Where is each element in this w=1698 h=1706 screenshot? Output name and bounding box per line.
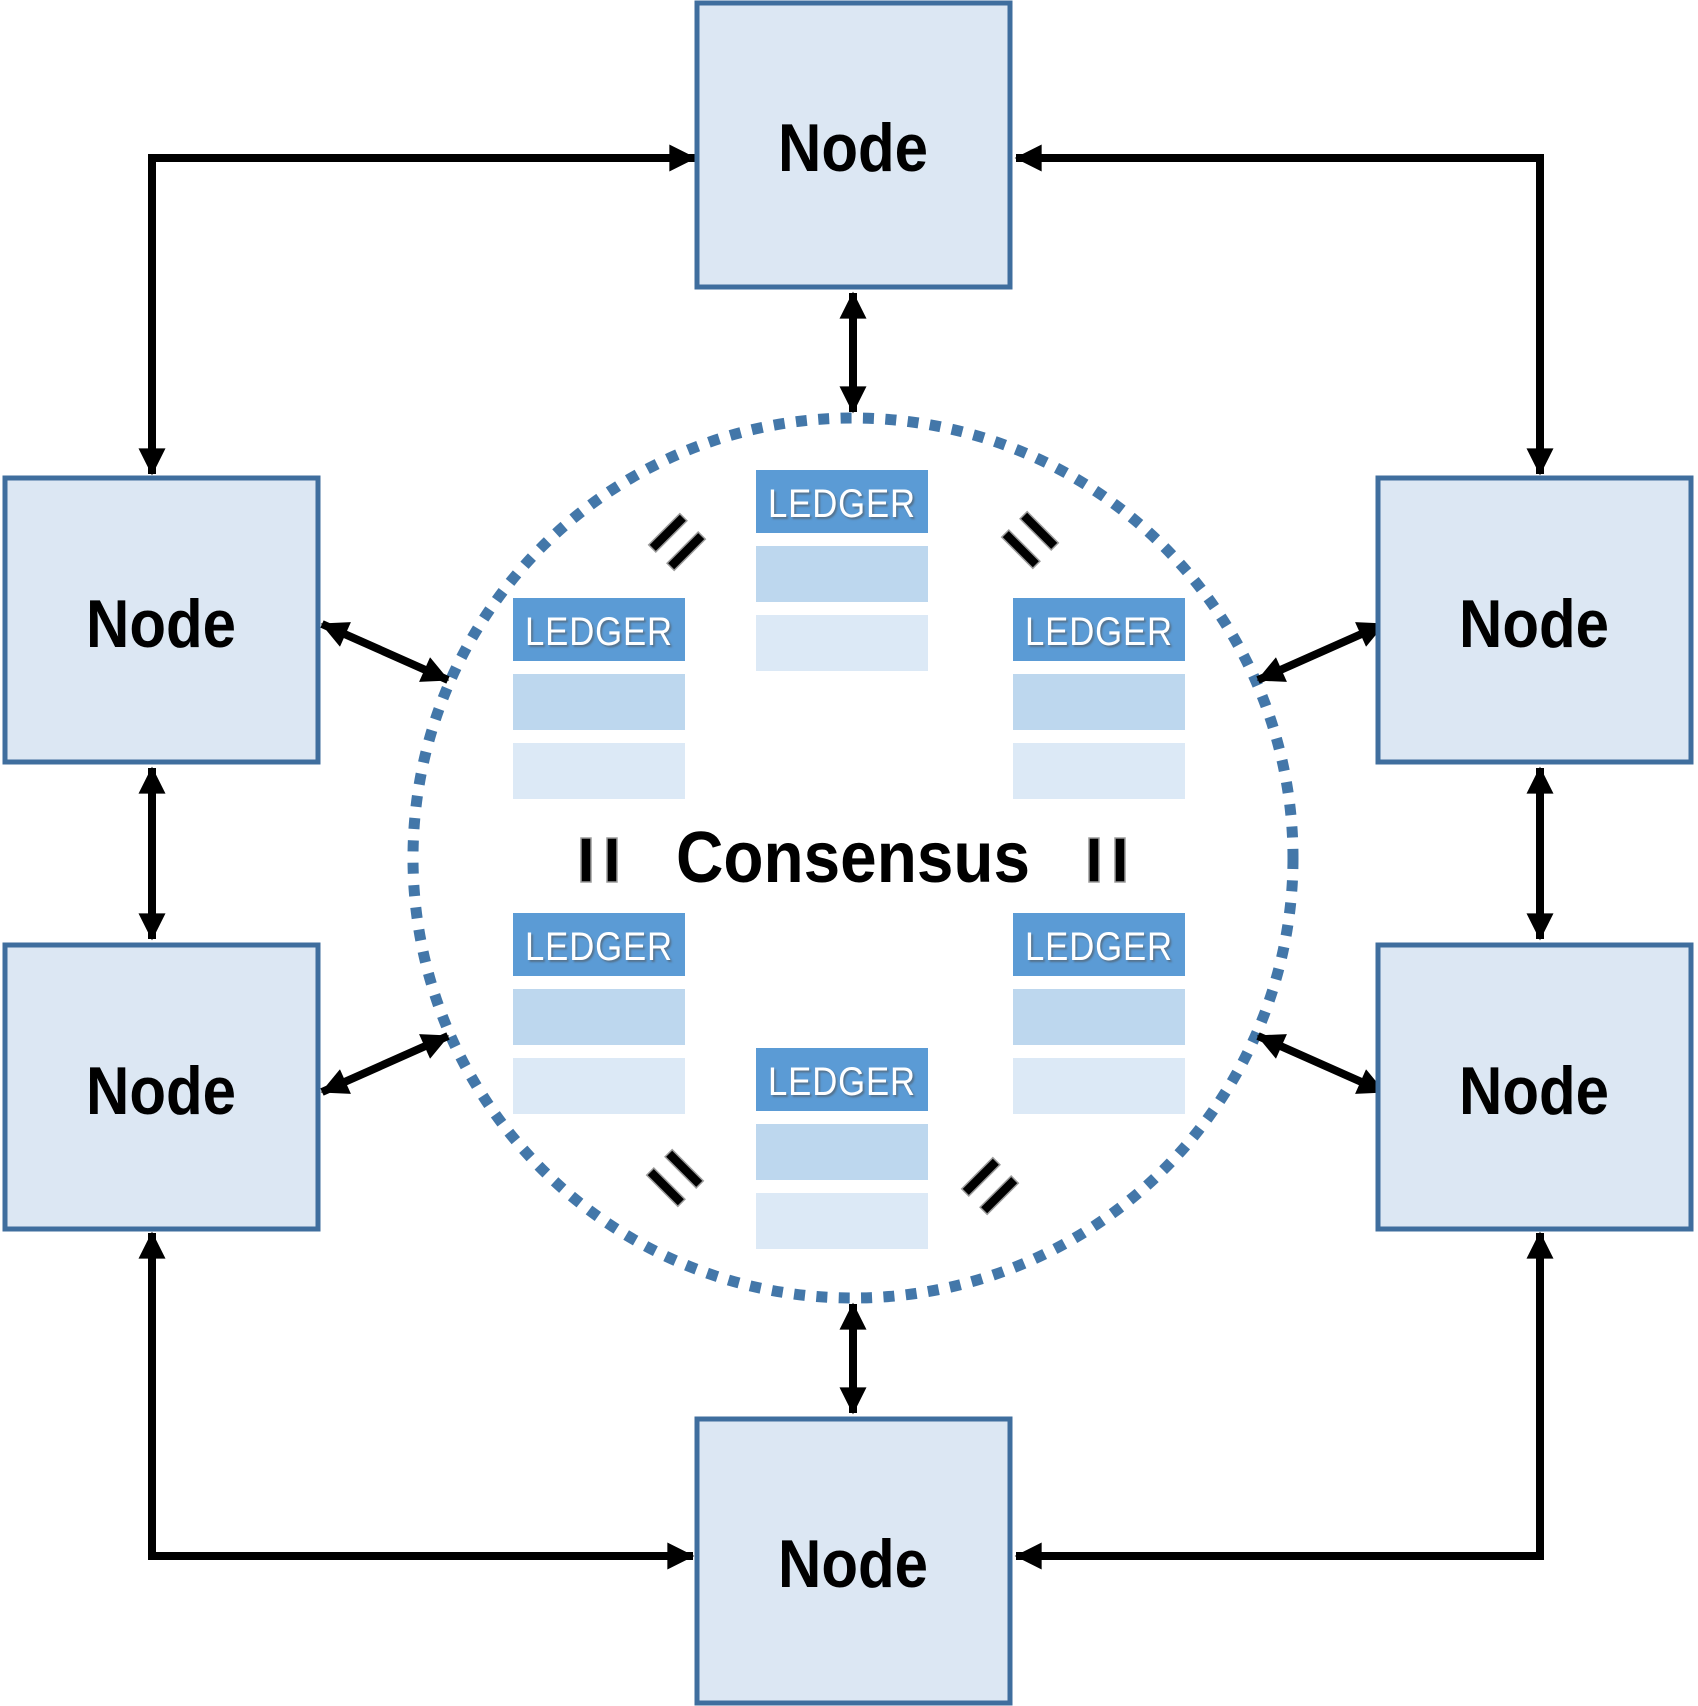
ledger-row [1013,674,1185,730]
arrow-lower-right-node-circle [1256,1032,1386,1096]
ledger-row [756,546,928,602]
ledger-row [1013,989,1185,1045]
consensus-title: Consensus [676,818,1030,898]
arrow-lower-left-node-bottom-node [138,1231,695,1570]
node-box-lower-left: Node [2,942,321,1232]
ledger-label: LEDGER [525,925,673,969]
ledger-header [756,1048,928,1111]
equals-icon-nw [647,512,707,572]
ledger-table-top: LEDGER [756,470,928,671]
equals-icon-ne [1000,510,1060,570]
node-box-rect [1375,942,1694,1232]
node-box-upper-right: Node [1375,475,1694,765]
equals-icon-se [960,1156,1020,1216]
node-box-upper-left: Node [2,475,321,765]
consensus-boundary-circle [407,412,1299,1304]
ledger-header [756,470,928,533]
arrow-upper-right-node-circle [1256,620,1386,684]
ledger-label: LEDGER [1025,610,1173,654]
ledger-label: LEDGER [768,1060,916,1104]
arrow-lower-right-node-bottom-node [1014,1231,1554,1570]
ledger-row [1013,1058,1185,1114]
ledger-row [756,1124,928,1180]
ledger-row [756,615,928,671]
node-label: Node [778,1526,928,1602]
ledger-table-upper-left: LEDGER [513,598,685,799]
ledger-header [1013,598,1185,661]
arrow-top-node-upper-left-node [138,144,697,476]
ledger-table-lower-left: LEDGER [513,913,685,1114]
node-label: Node [778,110,928,186]
node-box-rect [1375,475,1694,765]
arrow-layer [138,144,1554,1570]
arrow-top-node-upper-right-node [1014,144,1554,476]
node-label: Node [86,1053,236,1129]
node-box-rect [2,475,321,765]
node-box-rect [2,942,321,1232]
equals-icon-sw [645,1148,705,1208]
equals-icon-east [1088,837,1126,883]
ledger-table-bottom: LEDGER [756,1048,928,1249]
equals-icon-west [580,837,618,883]
ledger-row [513,989,685,1045]
ledger-row [513,743,685,799]
node-label: Node [86,586,236,662]
ledger-header [513,913,685,976]
ledger-row [1013,743,1185,799]
ledger-table-upper-right: LEDGER [1013,598,1185,799]
node-box-top: Node [694,0,1013,290]
node-label: Node [1459,586,1609,662]
arrow-lower-left-node-circle [320,1032,450,1096]
node-box-lower-right: Node [1375,942,1694,1232]
ledger-label: LEDGER [525,610,673,654]
node-box-rect [694,1416,1013,1706]
ledger-header [1013,913,1185,976]
node-box-rect [694,0,1013,290]
ledger-label: LEDGER [768,482,916,526]
ledger-table-lower-right: LEDGER [1013,913,1185,1114]
ledger-row [513,1058,685,1114]
node-label: Node [1459,1053,1609,1129]
node-box-bottom: Node [694,1416,1013,1706]
ledger-row [513,674,685,730]
ledger-label: LEDGER [1025,925,1173,969]
ledger-row [756,1193,928,1249]
arrow-upper-left-node-circle [320,620,450,684]
ledger-header [513,598,685,661]
